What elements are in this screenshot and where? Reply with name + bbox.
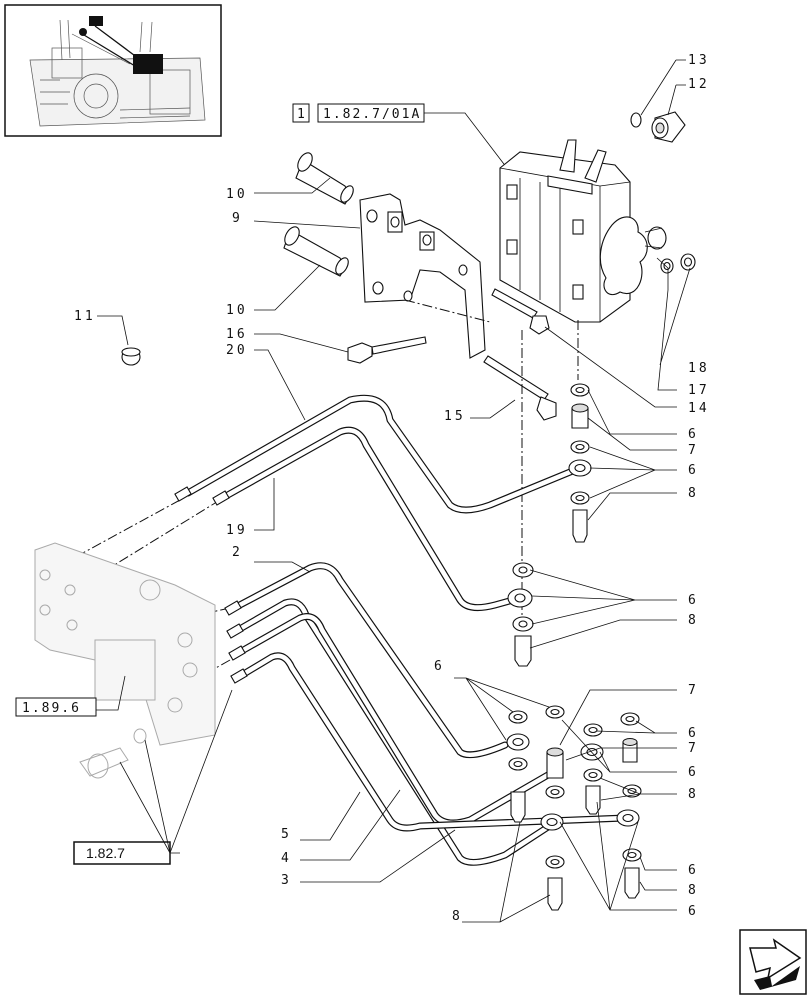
hydraulic-tube-20 [174, 394, 579, 514]
callout-6-h: 6 [688, 904, 699, 919]
overview-thumbnail[interactable] [4, 4, 222, 137]
callout-6-d: 6 [434, 659, 445, 674]
hydraulic-tubes-2-5 [224, 562, 629, 866]
callout-18: 18 [688, 361, 710, 376]
leader-lines [97, 177, 691, 923]
callout-labels: 10 9 10 11 16 20 15 14 18 17 6 7 6 8 19 … [74, 187, 710, 924]
callout-16: 16 [226, 327, 248, 342]
callout-2: 2 [232, 545, 243, 560]
callout-8-b: 8 [688, 613, 699, 628]
callout-19: 19 [226, 523, 248, 538]
callout-6-f: 6 [688, 765, 699, 780]
callout-8-d: 8 [688, 883, 699, 898]
callout-10-upper: 10 [226, 187, 248, 202]
callout-13: 13 [688, 53, 710, 68]
callout-8-a: 8 [688, 486, 699, 501]
fittings [506, 383, 642, 911]
callout-6-b: 6 [688, 463, 699, 478]
ref-top-code: 1.82.7/01A [323, 107, 421, 122]
callout-7-a: 7 [688, 443, 699, 458]
ref-bottom-code: 1.82.7 [86, 845, 125, 861]
callout-11: 11 [74, 309, 96, 324]
mounting-bracket [359, 193, 486, 359]
callout-14: 14 [688, 401, 710, 416]
callout-9: 9 [232, 211, 243, 226]
callout-3: 3 [281, 873, 292, 888]
bolts [121, 288, 557, 421]
callout-7-b: 7 [688, 683, 699, 698]
callout-15: 15 [444, 409, 466, 424]
callout-6-g: 6 [688, 863, 699, 878]
callout-10-lower: 10 [226, 303, 248, 318]
reference-box-bottom[interactable]: 1.82.7 [73, 689, 233, 865]
control-valve-assembly [499, 139, 696, 323]
next-page-arrow-icon[interactable] [739, 929, 807, 995]
callout-6-c: 6 [688, 593, 699, 608]
hydraulic-tube-19 [212, 426, 524, 612]
reference-box-top[interactable]: 1 1.82.7/01A [292, 103, 511, 173]
callout-6-e: 6 [688, 726, 699, 741]
reference-box-left[interactable]: 1.89.6 [15, 675, 126, 717]
callout-12: 12 [688, 77, 710, 92]
callout-8-c: 8 [688, 787, 699, 802]
callout-8-e: 8 [452, 909, 463, 924]
callout-7-c: 7 [688, 741, 699, 756]
spacer-items-10 [283, 152, 354, 277]
plug-items-12-13 [630, 59, 686, 143]
callout-6-a: 6 [688, 427, 699, 442]
ghost-frame-bracket [34, 542, 216, 779]
ref-left-code: 1.89.6 [22, 701, 81, 716]
ref-index: 1 [297, 107, 307, 122]
callout-4: 4 [281, 851, 292, 866]
callout-17: 17 [688, 383, 710, 398]
callout-5: 5 [281, 827, 292, 842]
callout-20: 20 [226, 343, 248, 358]
